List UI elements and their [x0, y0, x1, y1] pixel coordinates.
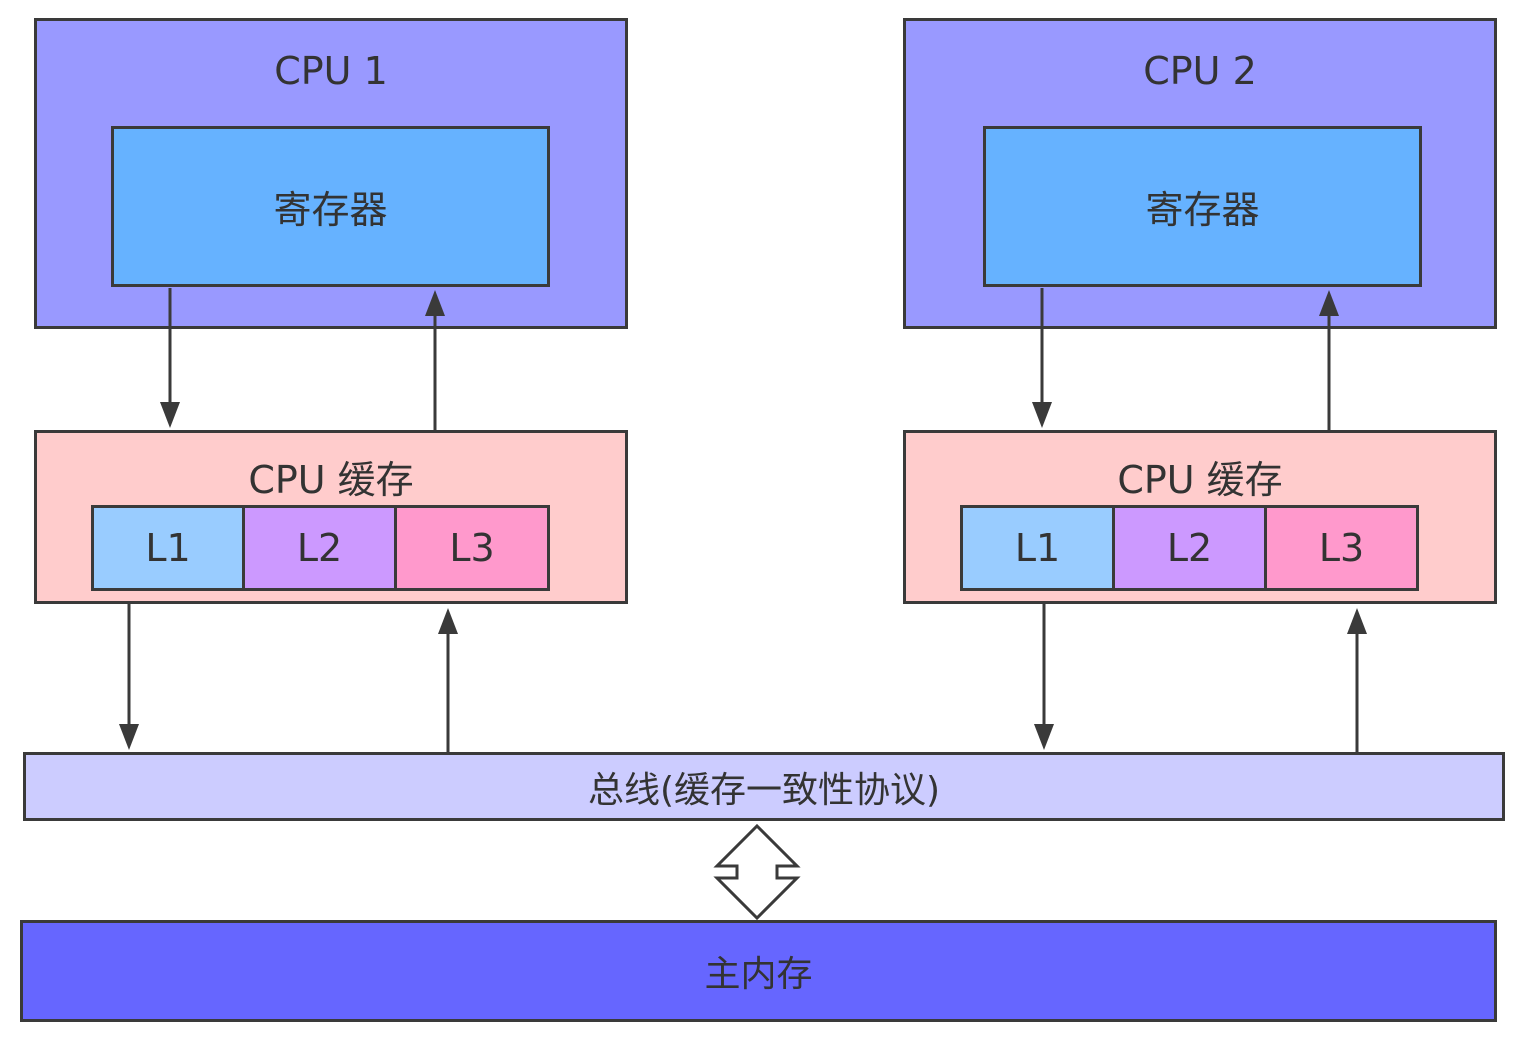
cpu-2-l2-label: L2 [1166, 526, 1213, 570]
cpu-1-title: CPU 1 [274, 49, 388, 93]
cpu-2-cache-title: CPU 缓存 [1117, 458, 1283, 502]
bus-box: 总线(缓存一致性协议) [23, 752, 1505, 821]
cpu-2-cache-to-bus-arrowhead [1034, 724, 1054, 750]
cpu-2-register-box: 寄存器 [983, 126, 1422, 287]
cpu-2-l1-label: L1 [1014, 526, 1061, 570]
cpu-1-cache-l2: L2 [242, 505, 397, 591]
cpu-1-l1-label: L1 [145, 526, 191, 570]
cpu-1-cache-to-bus-arrowhead [119, 724, 139, 750]
cpu-1-cache-l3: L3 [394, 505, 550, 591]
cpu-1-l3-label: L3 [449, 526, 495, 570]
cpu-1-register-box: 寄存器 [111, 126, 550, 287]
cpu-2-l3-label: L3 [1318, 526, 1365, 570]
main-memory-box: 主内存 [20, 920, 1497, 1022]
bus-memory-bidirectional-arrow [713, 823, 801, 921]
cpu-1-cache-title: CPU 缓存 [248, 458, 414, 502]
bus-to-cpu-2-cache-arrowhead [1347, 608, 1367, 634]
main-memory-label: 主内存 [704, 954, 813, 995]
bus-to-cpu-1-cache-arrowhead [438, 608, 458, 634]
cpu-1-register-label: 寄存器 [273, 188, 388, 232]
cpu-2-cache-l3: L3 [1264, 505, 1419, 591]
bus-label: 总线(缓存一致性协议) [587, 769, 941, 811]
cpu-2-title: CPU 2 [1143, 49, 1257, 93]
cpu-2-register-label: 寄存器 [1145, 188, 1260, 232]
cpu-1-l2-label: L2 [296, 526, 343, 570]
cpu-2-cache-l2: L2 [1112, 505, 1267, 591]
cpu-1-cache-l1: L1 [91, 505, 245, 591]
cpu-2-reg-to-cache-arrowhead [1032, 402, 1052, 428]
cpu-1-reg-to-cache-arrowhead [160, 402, 180, 428]
cpu-2-cache-l1: L1 [960, 505, 1115, 591]
